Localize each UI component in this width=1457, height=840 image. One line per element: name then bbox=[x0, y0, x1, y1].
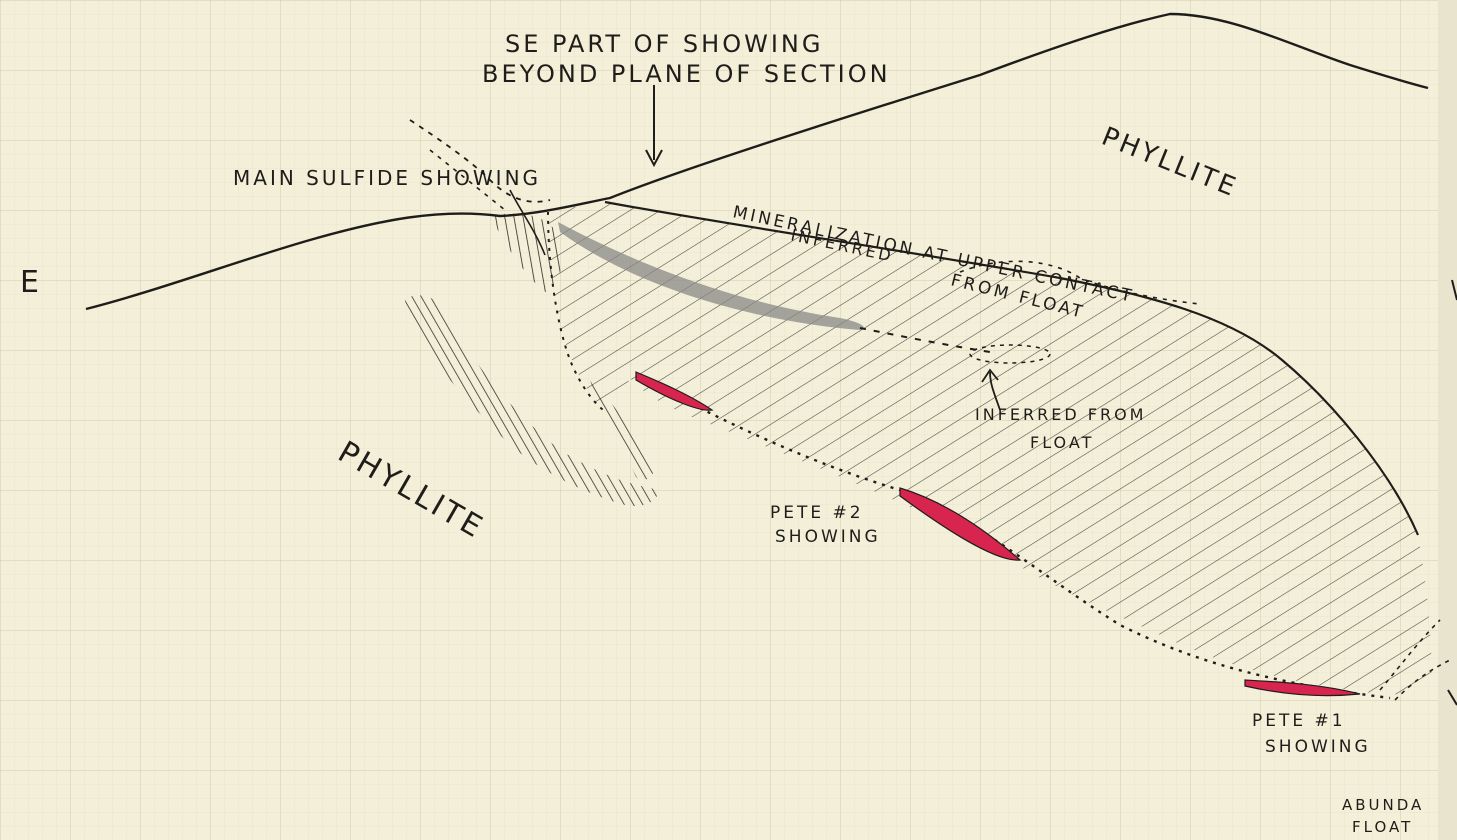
pete1-lens bbox=[1244, 679, 1361, 697]
pete2-showing-label: SHOWING bbox=[775, 527, 881, 547]
pete1-label: PETE #1 bbox=[1252, 711, 1346, 731]
float-zone-east bbox=[1379, 619, 1451, 701]
float-label: FLOAT bbox=[1352, 818, 1413, 836]
right-margin-strip bbox=[1438, 0, 1457, 840]
inferred-lower-label: INFERRED FROM bbox=[975, 405, 1146, 424]
edge-mark-upper bbox=[1451, 279, 1457, 301]
pete2-label: PETE #2 bbox=[770, 503, 864, 523]
abundant-label: ABUNDA bbox=[1342, 796, 1424, 814]
se-part-arrow bbox=[645, 85, 663, 168]
pete2-lens-upper bbox=[635, 371, 714, 411]
edge-mark-lower bbox=[1447, 689, 1457, 706]
main-showing-leader bbox=[509, 189, 546, 256]
upper-contact bbox=[604, 200, 1420, 536]
ground-surface bbox=[85, 12, 1429, 311]
mineralized-zone bbox=[548, 202, 1432, 695]
se-part-label-2: BEYOND PLANE OF SECTION bbox=[482, 60, 891, 88]
inferred-arrow bbox=[981, 368, 1001, 411]
graphite-lens bbox=[558, 222, 864, 330]
pete1-showing-label: SHOWING bbox=[1265, 737, 1371, 757]
folded-band bbox=[405, 295, 660, 507]
fold-limb bbox=[590, 380, 655, 481]
west-contact-dotted bbox=[547, 211, 607, 413]
float-lower-label: FLOAT bbox=[1030, 433, 1094, 452]
inferred-float-lower bbox=[969, 344, 1051, 364]
main-showing-label: MAIN SULFIDE SHOWING bbox=[233, 166, 541, 190]
float-zone-west bbox=[409, 119, 551, 203]
main-sulfide-stockwork bbox=[490, 213, 562, 292]
se-part-label-1: SE PART OF SHOWING bbox=[505, 30, 823, 58]
lens-dotted-continuation bbox=[859, 327, 991, 353]
edge-letter-e: E bbox=[20, 265, 42, 300]
pete2-lens bbox=[899, 487, 1022, 561]
